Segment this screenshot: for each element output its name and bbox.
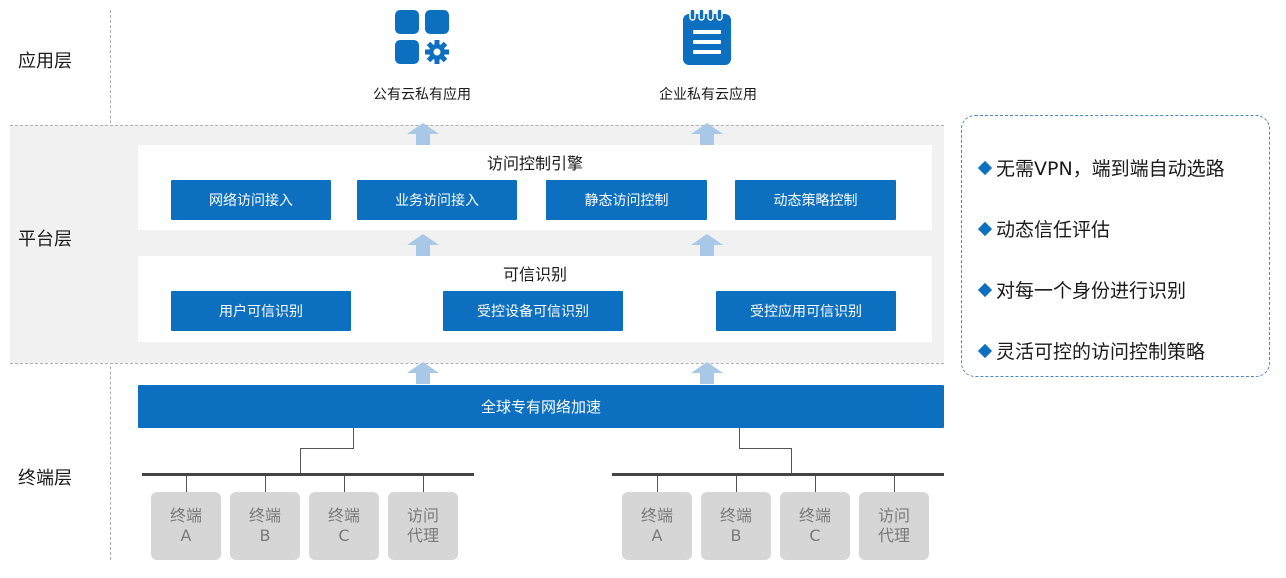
terminal-c: 终端 C bbox=[780, 492, 850, 560]
terminal-b: 终端 B bbox=[230, 492, 300, 560]
connector-line bbox=[739, 428, 740, 449]
terminal-line-1: 终端 bbox=[248, 506, 281, 525]
layer-divider-top bbox=[10, 125, 944, 126]
connector-line bbox=[815, 476, 816, 492]
terminal-line-1: 访问 bbox=[406, 506, 439, 525]
connector-line bbox=[300, 448, 301, 475]
up-arrow-icon bbox=[407, 362, 439, 384]
terminal-line-2: C bbox=[338, 526, 350, 545]
up-arrow-icon bbox=[691, 234, 723, 256]
apps-gear-icon bbox=[395, 10, 449, 64]
layer-label-application: 应用层 bbox=[18, 51, 72, 72]
connector-line bbox=[344, 476, 345, 492]
notepad-icon bbox=[683, 8, 731, 65]
feature-item: 动态信任评估 bbox=[977, 215, 1111, 242]
terminal-line-1: 终端 bbox=[169, 506, 202, 525]
feature-item: 灵活可控的访问控制策略 bbox=[977, 337, 1206, 364]
business-access-box: 业务访问接入 bbox=[357, 180, 517, 220]
network-bus-left bbox=[142, 473, 474, 476]
network-bus-right bbox=[612, 473, 944, 476]
trusted-identification-title: 可信识别 bbox=[502, 265, 567, 284]
connector-line bbox=[736, 476, 737, 492]
up-arrow-icon bbox=[691, 123, 723, 145]
terminal-b: 终端 B bbox=[701, 492, 771, 560]
static-access-control-box: 静态访问控制 bbox=[546, 180, 707, 220]
access-control-engine-title: 访问控制引擎 bbox=[486, 154, 583, 173]
access-proxy: 访问 代理 bbox=[859, 492, 929, 560]
terminal-a: 终端 A bbox=[151, 492, 221, 560]
terminal-a: 终端 A bbox=[622, 492, 692, 560]
connector-line bbox=[894, 476, 895, 492]
access-proxy: 访问 代理 bbox=[388, 492, 458, 560]
dynamic-policy-control-box: 动态策略控制 bbox=[735, 180, 896, 220]
diamond-bullet-icon bbox=[977, 282, 993, 297]
connector-line bbox=[300, 448, 354, 449]
connector-line bbox=[739, 448, 792, 449]
layer-label-platform: 平台层 bbox=[18, 229, 72, 250]
connector-line bbox=[657, 476, 658, 492]
connector-line bbox=[791, 448, 792, 475]
terminal-line-1: 终端 bbox=[640, 506, 673, 525]
feature-text: 对每一个身份进行识别 bbox=[996, 280, 1187, 302]
up-arrow-icon bbox=[691, 362, 723, 384]
layer-divider-bottom bbox=[10, 363, 944, 364]
user-trust-box: 用户可信识别 bbox=[171, 291, 351, 331]
diamond-bullet-icon bbox=[977, 343, 993, 358]
app-label-enterprise-cloud: 企业私有云应用 bbox=[659, 87, 757, 103]
terminal-c: 终端 C bbox=[309, 492, 379, 560]
connector-line bbox=[265, 476, 266, 492]
connector-line bbox=[353, 428, 354, 449]
terminal-line-1: 访问 bbox=[877, 506, 910, 525]
up-arrow-icon bbox=[407, 234, 439, 256]
terminal-line-2: B bbox=[730, 526, 742, 545]
diamond-bullet-icon bbox=[977, 221, 993, 236]
terminal-line-2: A bbox=[180, 526, 192, 545]
device-trust-box: 受控设备可信识别 bbox=[443, 291, 623, 331]
feature-item: 对每一个身份进行识别 bbox=[977, 276, 1187, 303]
terminal-line-1: 终端 bbox=[798, 506, 831, 525]
terminal-line-2: 代理 bbox=[877, 526, 910, 545]
app-label-public-cloud: 公有云私有应用 bbox=[373, 87, 471, 103]
global-network-acceleration-bar: 全球专有网络加速 bbox=[138, 385, 944, 428]
terminal-line-2: 代理 bbox=[406, 526, 439, 545]
connector-line bbox=[423, 476, 424, 492]
layer-label-terminal: 终端层 bbox=[18, 468, 72, 489]
terminal-line-2: A bbox=[651, 526, 663, 545]
connector-line bbox=[186, 476, 187, 492]
terminal-line-1: 终端 bbox=[719, 506, 752, 525]
app-trust-box: 受控应用可信识别 bbox=[716, 291, 896, 331]
network-access-box: 网络访问接入 bbox=[171, 180, 331, 220]
terminal-line-2: C bbox=[809, 526, 821, 545]
terminal-line-1: 终端 bbox=[327, 506, 360, 525]
feature-text: 动态信任评估 bbox=[996, 219, 1111, 241]
feature-item: 无需VPN，端到端自动选路 bbox=[977, 154, 1225, 181]
up-arrow-icon bbox=[407, 123, 439, 145]
diamond-bullet-icon bbox=[977, 160, 993, 175]
terminal-line-2: B bbox=[259, 526, 271, 545]
feature-text: 灵活可控的访问控制策略 bbox=[996, 341, 1206, 363]
feature-text: 无需VPN，端到端自动选路 bbox=[996, 158, 1225, 180]
feature-list-box: 无需VPN，端到端自动选路 动态信任评估 对每一个身份进行识别 灵活可控的访问控… bbox=[961, 115, 1270, 377]
